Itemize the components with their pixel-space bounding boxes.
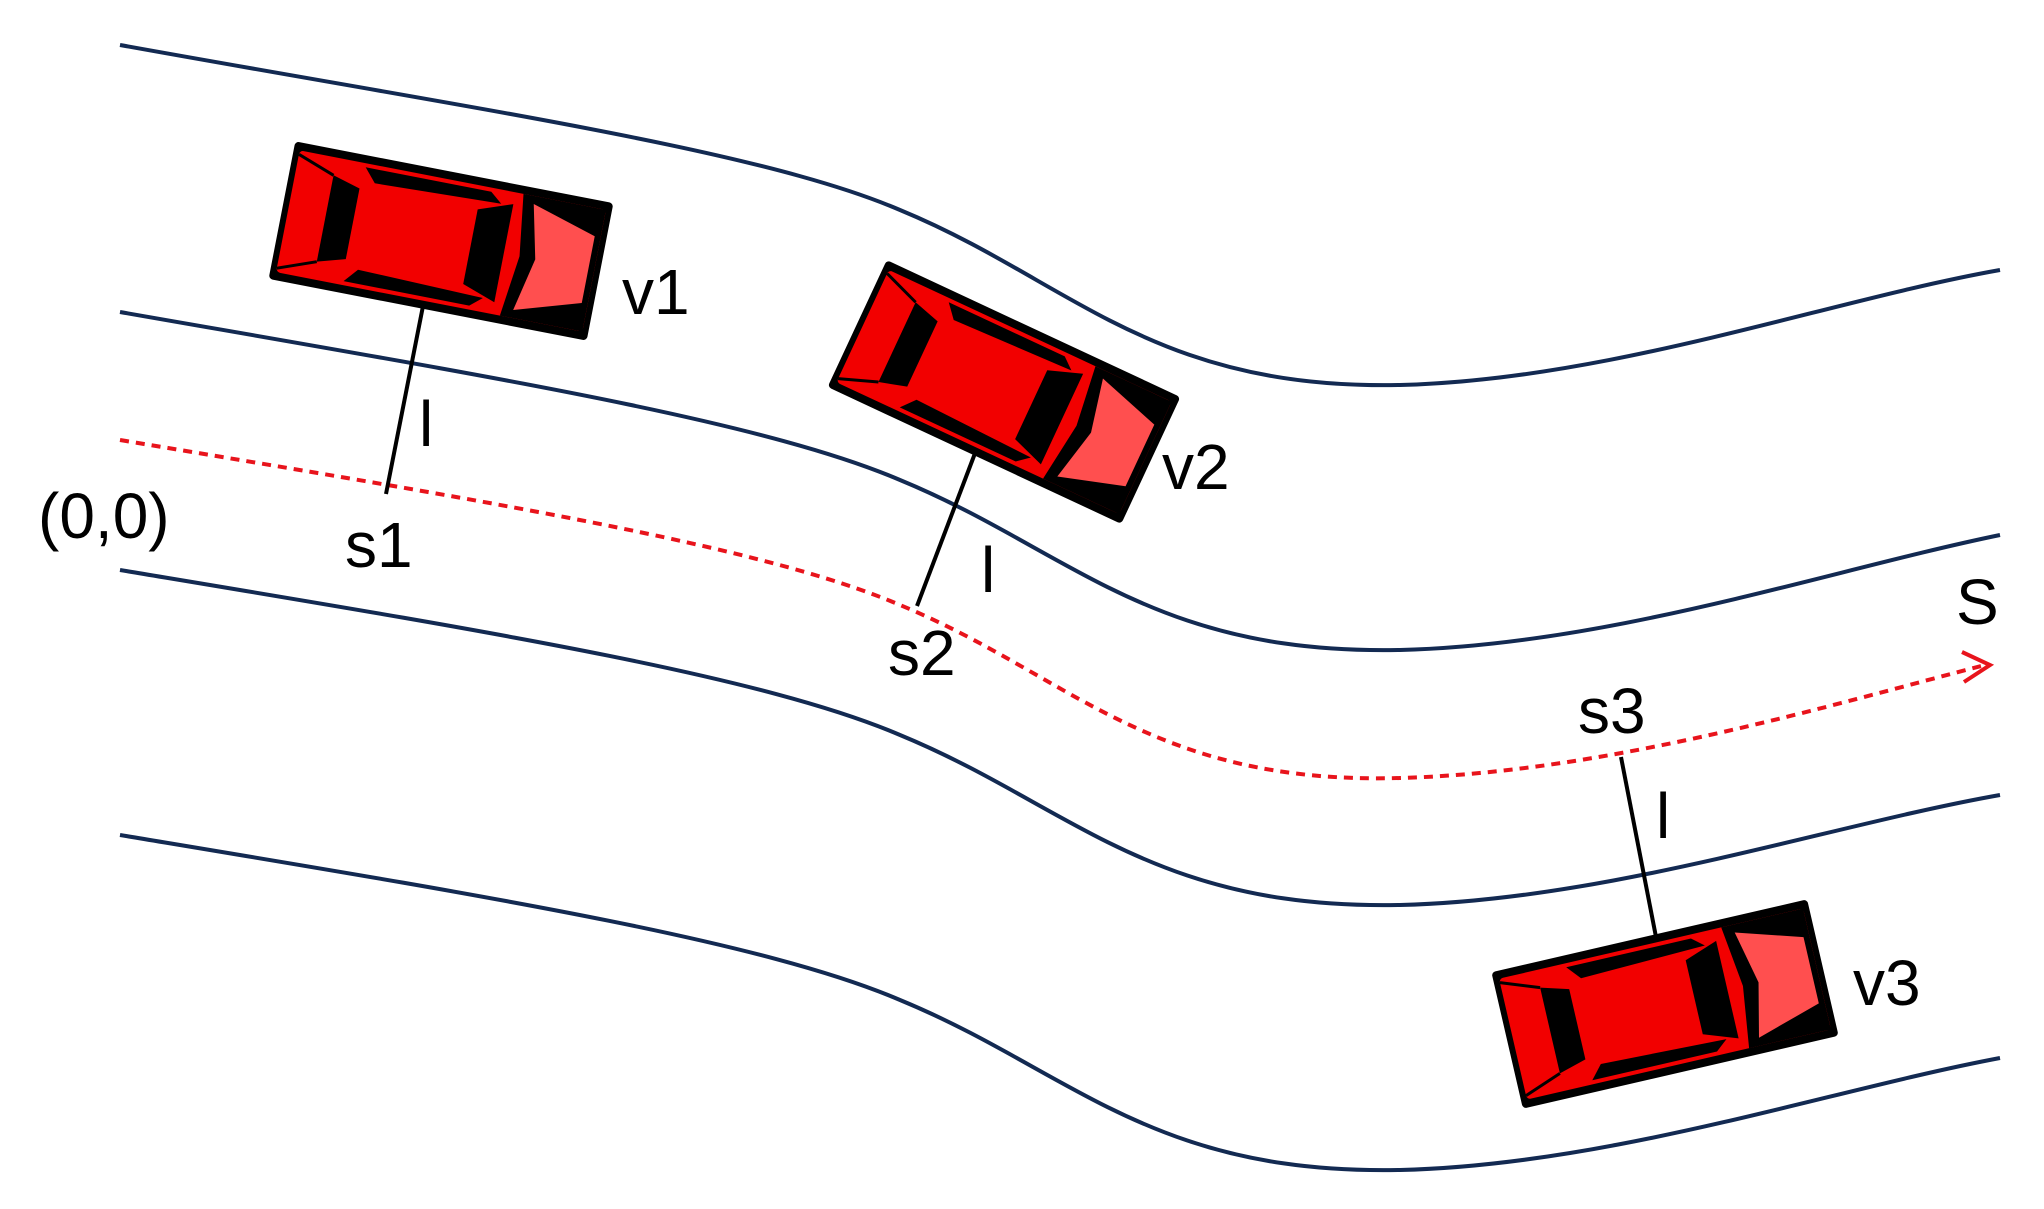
- vehicle-v1: [267, 139, 615, 343]
- label-v1: v1: [622, 256, 690, 328]
- offset-line-v2: [915, 447, 979, 607]
- label-s3: s3: [1578, 675, 1646, 747]
- offset-line-v3: [1619, 756, 1658, 938]
- s-axis-arrowhead: [1961, 650, 1995, 684]
- reference-path-s: [119, 438, 1986, 781]
- label-v2: v2: [1162, 431, 1230, 503]
- lane-boundary-1: [119, 43, 2001, 388]
- offset-line-v1: [384, 305, 425, 495]
- label-axis-s: S: [1956, 566, 1999, 638]
- label-l-v1: l: [419, 388, 433, 460]
- lane-boundary-2: [119, 310, 2001, 653]
- vehicle-v3: [1489, 897, 1841, 1111]
- label-l-v3: l: [1656, 780, 1670, 852]
- label-s2: s2: [888, 617, 956, 689]
- label-l-v2: l: [981, 534, 995, 606]
- label-s1: s1: [345, 509, 413, 581]
- vehicle-v2: [826, 258, 1182, 526]
- label-origin: (0,0): [38, 480, 170, 552]
- label-v3: v3: [1853, 947, 1921, 1019]
- lane-boundary-3: [119, 568, 2001, 908]
- lane-boundary-4: [119, 833, 2001, 1173]
